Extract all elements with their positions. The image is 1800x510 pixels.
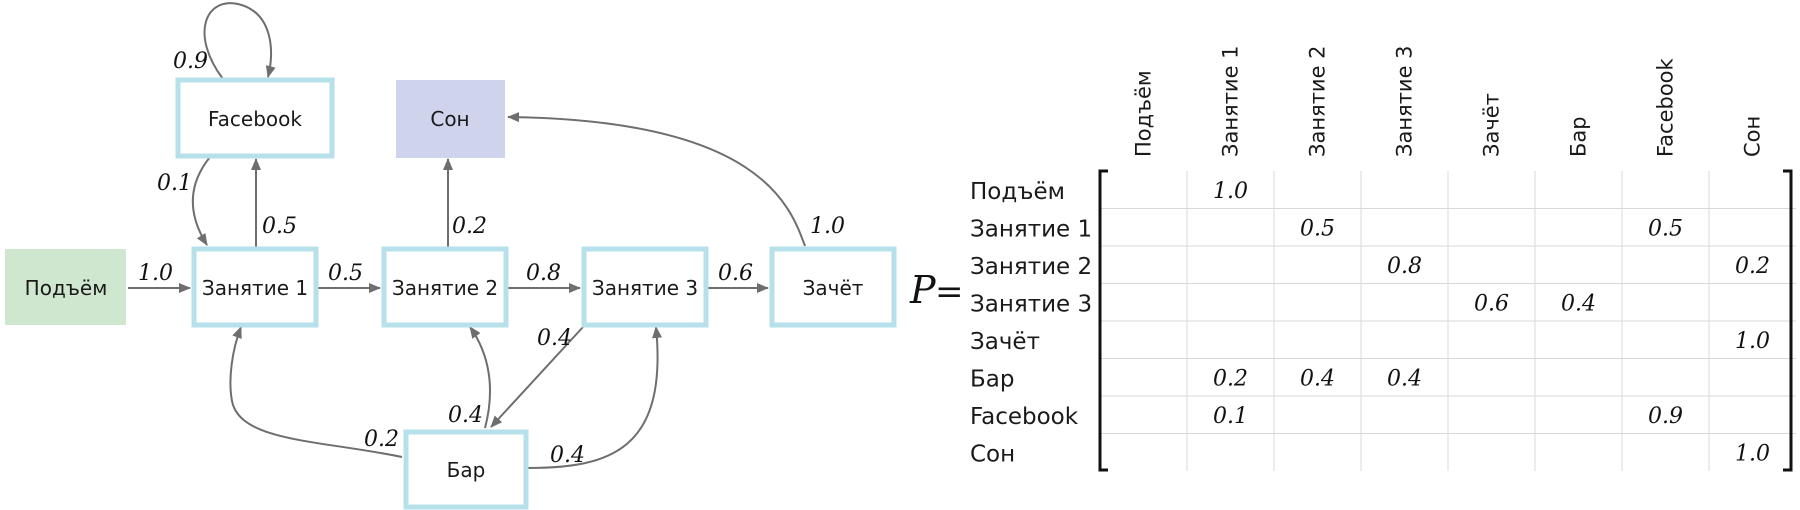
prob-bar-z1: 0.2: [364, 427, 399, 452]
prob-facebook-z1: 0.1: [157, 171, 192, 196]
edge-bar-z3: [527, 326, 663, 469]
matrix-col-header: Facebook: [1654, 57, 1678, 157]
matrix-col-header: Зачёт: [1480, 93, 1504, 157]
matrix-cell-value: 0.5: [1300, 217, 1335, 242]
prob-zachet-son: 1.0: [810, 214, 845, 239]
matrix-cell-value: 0.1: [1213, 404, 1248, 429]
edge-bar-z1: [229, 326, 403, 458]
matrix-left-bracket: [1098, 169, 1108, 472]
matrix-cells: 1.0 0.5 0.5 0.8 0.2 0.6 0.4 1.0 0.2 0.4 0.4 0.1 0.9 1…: [1213, 179, 1770, 467]
node-facebook-label: Facebook: [208, 107, 302, 131]
node-z3: Занятие 3: [581, 246, 709, 328]
matrix-row-label: Зачёт: [970, 329, 1040, 355]
edge-z3-bar: [490, 326, 584, 428]
matrix-symbol: P: [909, 268, 937, 312]
matrix-row-label: Занятие 1: [970, 217, 1092, 243]
node-zachet: Зачёт: [769, 246, 897, 328]
node-z3-label: Занятие 3: [592, 276, 698, 300]
matrix-row-label: Занятие 2: [970, 254, 1092, 280]
node-z1: Занятие 1: [191, 246, 319, 328]
matrix-row-label: Сон: [970, 442, 1015, 468]
node-son-label: Сон: [430, 107, 469, 131]
matrix-column-headers: Подъём Занятие 1 Занятие 2 Занятие 3 Зачёт Ба…: [1132, 45, 1765, 157]
matrix-row-label: Facebook: [970, 404, 1079, 430]
matrix-cell-value: 1.0: [1735, 442, 1770, 467]
matrix-cell-value: 0.6: [1474, 292, 1509, 317]
prob-bar-z2: 0.4: [448, 403, 483, 428]
node-z2-label: Занятие 2: [392, 276, 498, 300]
prob-z1-facebook: 0.5: [262, 214, 297, 239]
prob-podem-z1: 1.0: [138, 261, 173, 286]
prob-z3-zachet: 0.6: [718, 261, 753, 286]
matrix-cell-value: 0.4: [1300, 367, 1335, 392]
matrix-cell-value: 1.0: [1735, 329, 1770, 354]
matrix-cell-value: 0.2: [1735, 254, 1770, 279]
node-z2: Занятие 2: [381, 246, 509, 328]
matrix-col-header: Занятие 2: [1306, 45, 1330, 157]
matrix-grid: [1100, 171, 1796, 471]
matrix-right-bracket: [1783, 169, 1793, 472]
matrix-col-header: Сон: [1741, 116, 1765, 157]
node-podem: Подъём: [5, 249, 126, 325]
matrix-col-header: Бар: [1567, 116, 1591, 157]
matrix-col-header: Подъём: [1132, 70, 1156, 157]
prob-z1-z2: 0.5: [328, 261, 363, 286]
matrix-equals: =: [935, 272, 964, 312]
edge-zachet-son: [507, 112, 806, 247]
matrix-row-label: Занятие 3: [970, 292, 1092, 318]
prob-z2-son: 0.2: [452, 214, 487, 239]
matrix-cell-value: 0.8: [1387, 254, 1422, 279]
matrix-row-label: Подъём: [970, 179, 1065, 205]
matrix-cell-value: 0.2: [1213, 367, 1248, 392]
node-bar: Бар: [403, 429, 529, 510]
node-facebook: Facebook: [175, 77, 335, 159]
node-son: Сон: [396, 80, 505, 158]
matrix-cell-value: 0.5: [1648, 217, 1683, 242]
matrix-cell-value: 0.4: [1561, 292, 1596, 317]
matrix-col-header: Занятие 1: [1219, 45, 1243, 157]
node-z1-label: Занятие 1: [202, 276, 308, 300]
matrix-col-header: Занятие 3: [1393, 45, 1417, 157]
state-graph: 0.9 0.1 0.5 0.2 1.0 1.0 0.5 0.8 0.6 0.4 …: [5, 2, 897, 510]
prob-bar-z3: 0.4: [550, 443, 585, 468]
edge-facebook-self: [203, 2, 276, 80]
edge-bar-z2: [469, 326, 491, 429]
prob-z3-bar: 0.4: [537, 326, 572, 351]
matrix-cell-value: 0.4: [1387, 367, 1422, 392]
node-zachet-label: Зачёт: [803, 276, 864, 300]
edge-facebook-z1: [191, 156, 211, 246]
prob-facebook-self: 0.9: [173, 49, 208, 74]
matrix-cell-value: 0.9: [1648, 404, 1683, 429]
node-podem-label: Подъём: [25, 276, 108, 300]
matrix-cell-value: 1.0: [1213, 179, 1248, 204]
prob-z2-z3: 0.8: [526, 261, 561, 286]
node-bar-label: Бар: [447, 458, 486, 482]
matrix-row-label: Бар: [970, 367, 1014, 393]
